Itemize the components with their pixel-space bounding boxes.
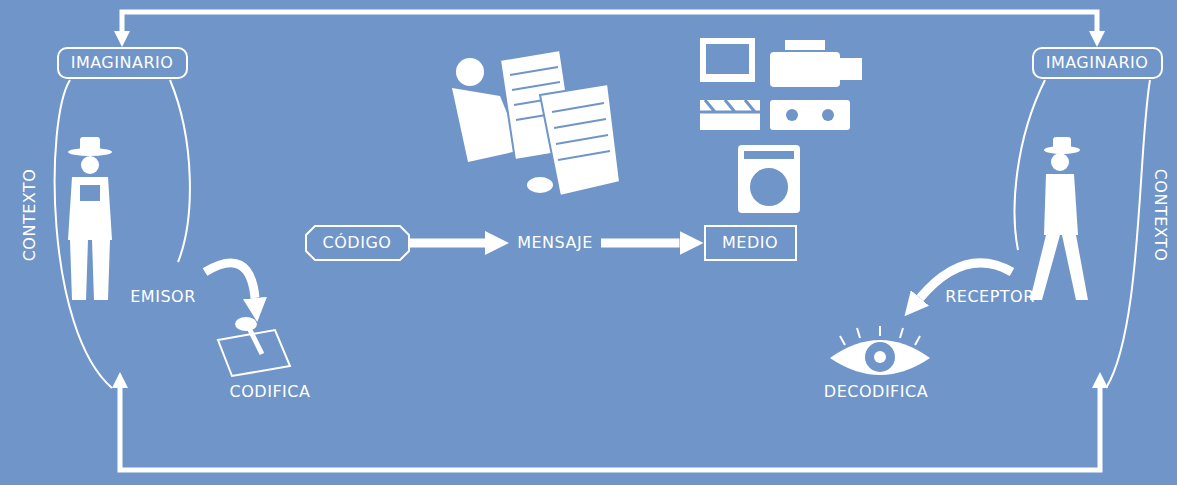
encode-label: CODIFICA — [230, 382, 311, 402]
writing-hand — [235, 317, 257, 331]
loop-arrow — [122, 12, 1097, 31]
writing-hand — [248, 326, 262, 354]
flow-arrow — [410, 239, 486, 248]
receiver-figure — [1062, 235, 1088, 300]
paper-lines — [552, 103, 610, 160]
tv-monitor — [700, 38, 755, 82]
imaginary-box: IMAGINARIO — [57, 47, 188, 79]
node-text: MEDIO — [722, 233, 779, 253]
flow-arrow — [601, 239, 680, 248]
context-arc — [170, 80, 190, 262]
emitter-figure — [70, 240, 88, 300]
video-camera — [785, 40, 825, 50]
radio — [749, 167, 789, 207]
eye — [830, 340, 930, 375]
receiver-figure — [1053, 137, 1071, 150]
node-text: IMAGINARIO — [1046, 53, 1149, 73]
context-label: CONTEXTO — [1150, 169, 1170, 262]
radio — [738, 145, 800, 213]
node-text: MENSAJE — [517, 233, 593, 253]
node-text: IMAGINARIO — [71, 53, 174, 73]
receiver-figure — [1051, 153, 1069, 171]
context-arc — [55, 80, 112, 388]
radio — [744, 151, 794, 159]
code-octagon: CÓDIGO — [305, 225, 410, 261]
medium-box: MEDIO — [704, 225, 797, 261]
cassette — [770, 100, 850, 130]
writer-hand — [526, 176, 554, 194]
video-camera — [770, 52, 840, 87]
emitter-figure — [80, 137, 100, 152]
emitter-figure — [81, 156, 99, 174]
octagon-outline — [306, 226, 409, 260]
video-camera — [840, 58, 862, 80]
emitter-figure — [80, 185, 100, 201]
emitter-figure — [92, 240, 110, 300]
node-text: CÓDIGO — [323, 233, 392, 253]
emitter-label: EMISOR — [130, 287, 196, 307]
context-label: CONTEXTO — [20, 169, 40, 262]
cassette — [786, 109, 798, 121]
imaginary-box: IMAGINARIO — [1032, 47, 1163, 79]
message-node: MENSAJE — [509, 227, 601, 259]
eye — [874, 351, 886, 363]
receiver-figure — [1044, 174, 1078, 235]
clapperboard — [700, 100, 760, 112]
tv-monitor — [706, 44, 749, 74]
receiver-label: RECEPTOR — [945, 287, 1035, 307]
eye — [840, 326, 920, 345]
writer-figure — [456, 58, 484, 86]
clapperboard — [700, 100, 760, 130]
cassette — [822, 109, 834, 121]
eye — [865, 342, 895, 372]
emitter-figure — [68, 177, 112, 240]
encode-arrow — [205, 263, 255, 298]
context-arc — [1106, 80, 1150, 388]
decode-label: DECODIFICA — [824, 382, 928, 402]
context-arc — [1015, 80, 1045, 250]
